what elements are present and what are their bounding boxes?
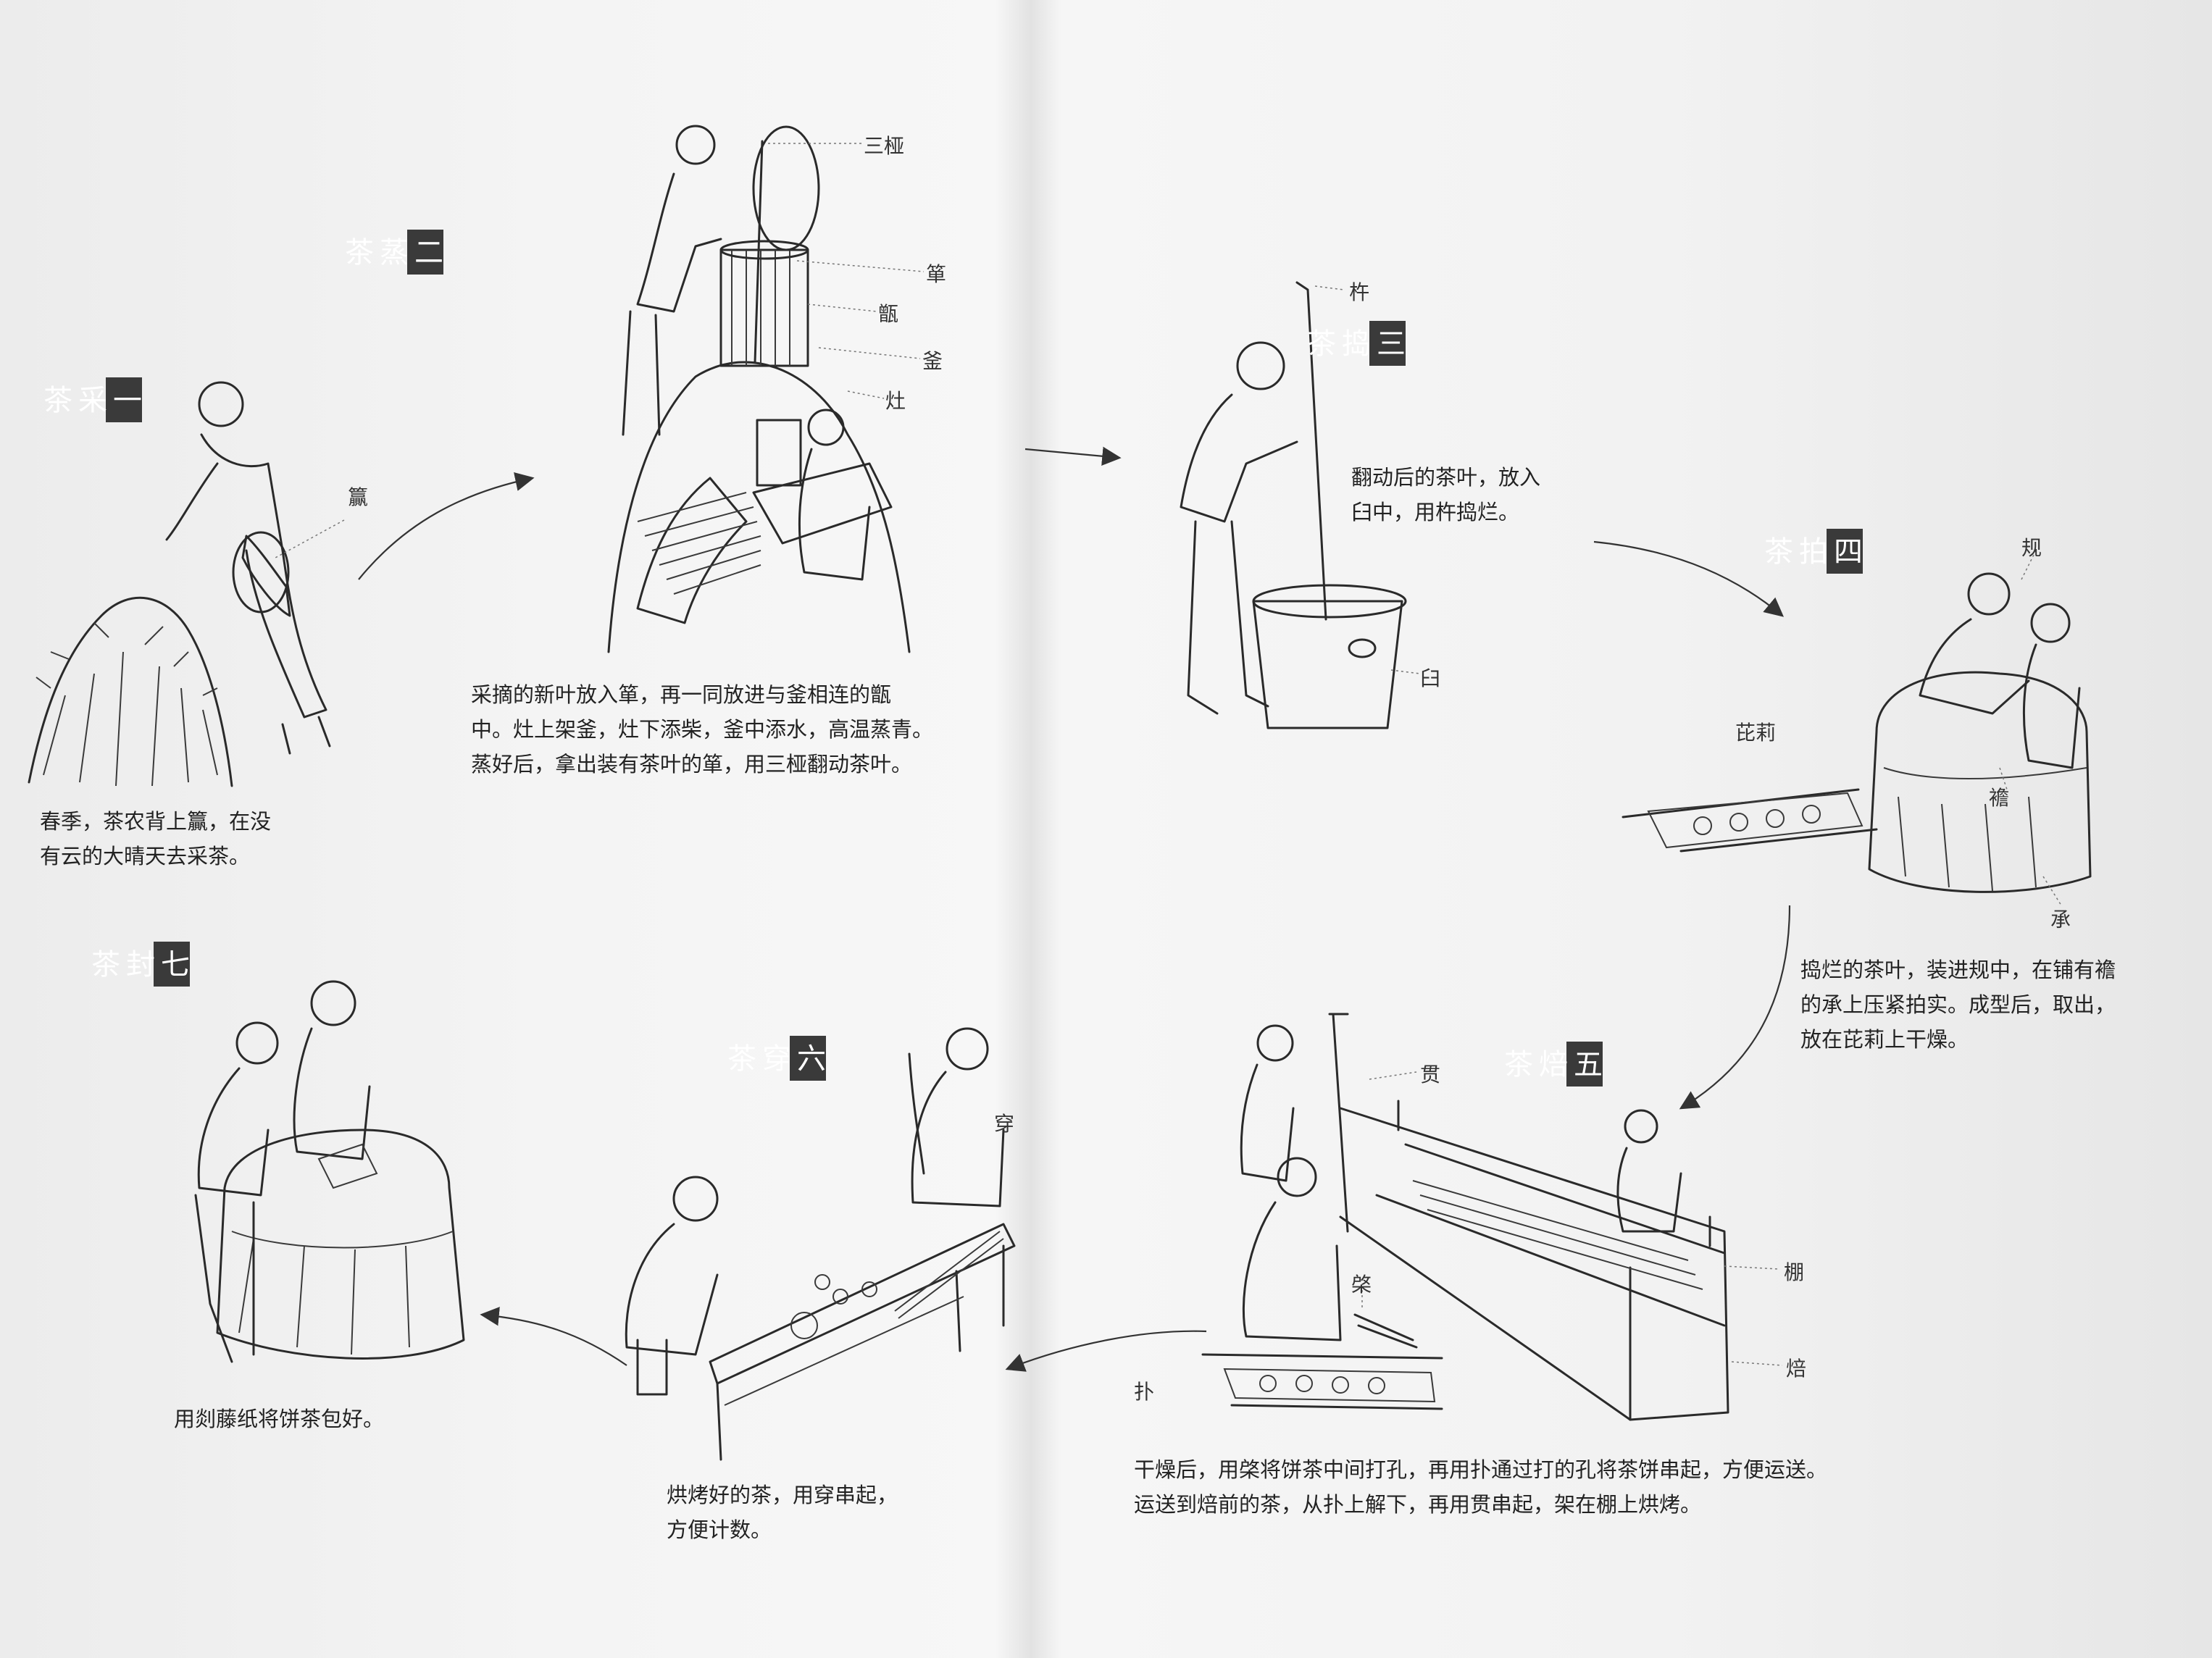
- label-gui: 规: [2021, 536, 2042, 560]
- flow-arrow-1-2: [358, 472, 535, 580]
- label-chan: 襜: [1989, 786, 2010, 810]
- label-cheng: 承: [2050, 908, 2071, 931]
- flow-arrow-3-4: [1593, 540, 1785, 617]
- label-chu: 杵: [1349, 280, 1370, 304]
- step-tag-6-char-3: 茶: [722, 1043, 756, 1073]
- step-tag-7-char-1: 七: [156, 949, 189, 979]
- step-tag-3-char-3: 茶: [1302, 328, 1335, 359]
- label-bei: 焙: [1786, 1357, 1807, 1381]
- illustration-step-4: [1622, 572, 2092, 893]
- leader-fu: [818, 347, 921, 359]
- leader-cheng: [2042, 876, 2062, 906]
- step-tag-2: 二 蒸 茶: [340, 230, 443, 275]
- leader-chan: [1999, 767, 2008, 790]
- step-tag-4-char-1: 四: [1829, 536, 1862, 566]
- leader-bei: [1731, 1361, 1783, 1366]
- leader-ying: [275, 519, 345, 558]
- step-tag-7-char-2: 封: [121, 949, 154, 979]
- leader-gui: [2021, 550, 2037, 580]
- step-tag-2-char-3: 茶: [340, 237, 373, 267]
- illustration-step-1: [28, 381, 331, 787]
- step-tag-7-char-3: 茶: [86, 949, 120, 979]
- label-qi: 棨: [1351, 1273, 1372, 1297]
- step-tag-7: 七 封 茶: [86, 942, 190, 987]
- step-tag-1-char-3: 茶: [38, 385, 72, 415]
- label-guan: 贯: [1420, 1063, 1441, 1087]
- step-tag-3-char-1: 三: [1372, 328, 1405, 359]
- label-chuan: 穿: [994, 1112, 1015, 1136]
- leader-zao: [847, 390, 885, 399]
- step-tag-2-char-2: 蒸: [375, 237, 408, 267]
- step-tag-4: 四 拍 茶: [1759, 529, 1863, 574]
- leader-guan: [1369, 1071, 1417, 1080]
- label-dan: 箪: [926, 262, 947, 286]
- step-tag-5-char-3: 茶: [1499, 1049, 1532, 1079]
- step-tag-5-char-1: 五: [1569, 1049, 1602, 1079]
- step-tag-1-char-1: 一: [108, 385, 141, 415]
- caption-step-3: 翻动后的茶叶，放入 臼中，用杵捣烂。: [1351, 465, 1541, 524]
- caption-step-4: 捣烂的茶叶，装进规中，在铺有襜 的承上压紧拍实。成型后，取出， 放在芘莉上干燥。: [1800, 958, 2116, 1052]
- step-tag-6-char-2: 穿: [757, 1043, 790, 1073]
- label-pu: 扑: [1134, 1380, 1155, 1404]
- flow-arrow-4-5: [1679, 905, 1791, 1110]
- step-tag-6: 六 穿 茶: [722, 1036, 826, 1081]
- leader-dan: [796, 260, 925, 272]
- step-tag-3-char-2: 捣: [1337, 328, 1370, 359]
- label-peng: 棚: [1784, 1260, 1805, 1284]
- caption-step-6: 烘烤好的茶，用穿串起， 方便计数。: [667, 1483, 898, 1542]
- leader-peng: [1724, 1265, 1779, 1270]
- step-tag-5-char-2: 焙: [1534, 1049, 1567, 1079]
- label-jiu: 臼: [1420, 666, 1441, 690]
- label-sanya: 三桠: [864, 134, 905, 158]
- caption-step-5: 干燥后，用棨将饼茶中间打孔，再用扑通过打的孔将茶饼串起，方便运送。 运送到焙前的…: [1134, 1457, 1828, 1517]
- label-bili: 芘莉: [1735, 721, 1777, 745]
- flow-arrow-6-7: [480, 1307, 627, 1366]
- step-tag-5: 五 焙 茶: [1499, 1042, 1603, 1087]
- step-tag-3: 三 捣 茶: [1302, 321, 1406, 366]
- caption-step-7: 用剡藤纸将饼茶包好。: [174, 1407, 385, 1431]
- label-fu: 釜: [922, 349, 943, 373]
- illustration-step-7: [194, 980, 465, 1363]
- label-zeng: 甑: [878, 302, 899, 326]
- illustration-step-2: [607, 125, 911, 653]
- step-tag-2-char-1: 二: [409, 237, 443, 267]
- step-tag-1-char-2: 采: [73, 385, 107, 415]
- caption-step-1: 春季，茶农背上籯，在没 有云的大晴天去采茶。: [40, 809, 272, 868]
- label-zao: 灶: [885, 389, 906, 413]
- illustration-step-3: [1180, 281, 1407, 729]
- step-tag-1: 一 采 茶: [38, 377, 142, 422]
- step-tag-4-char-2: 拍: [1794, 536, 1827, 566]
- step-tag-6-char-1: 六: [792, 1043, 825, 1073]
- caption-step-2: 采摘的新叶放入箪，再一同放进与釜相连的甑 中。灶上架釜，灶下添柴，釜中添水，高温…: [471, 682, 934, 776]
- leader-jiu: [1390, 669, 1421, 674]
- label-ying: 籯: [348, 485, 369, 509]
- step-tag-4-char-3: 茶: [1759, 536, 1792, 566]
- illustration-step-5: [1201, 1013, 1729, 1421]
- illustration-step-6: [625, 1027, 1016, 1461]
- flow-arrow-2-3: [1024, 446, 1122, 466]
- flow-arrow-5-6: [1005, 1330, 1207, 1372]
- leader-chu: [1314, 285, 1345, 290]
- leader-zeng: [807, 303, 877, 312]
